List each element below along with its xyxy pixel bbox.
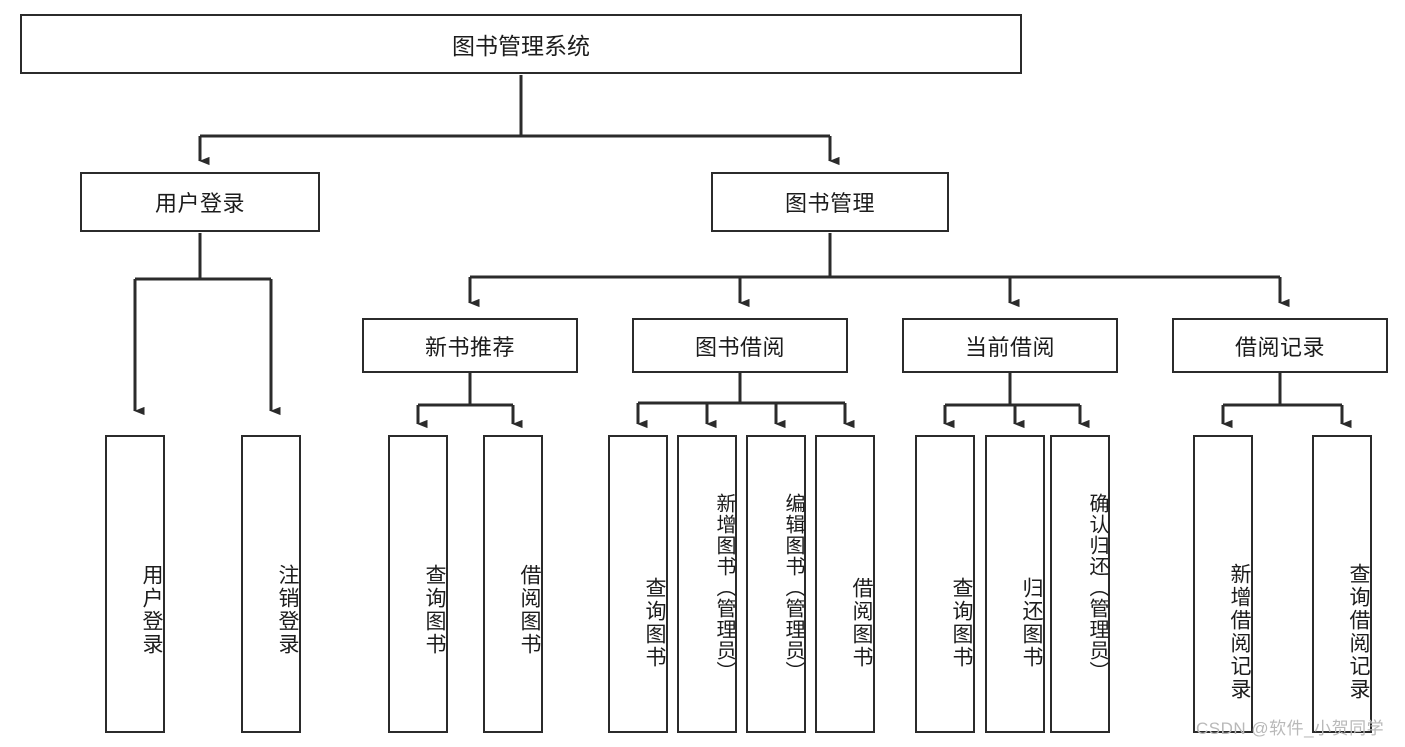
node-label: 查询图书 bbox=[643, 577, 666, 669]
node-label: 当前借阅 bbox=[964, 334, 1055, 360]
node-label: 借阅图书 bbox=[518, 564, 541, 656]
node-label: 查询借阅记录 bbox=[1347, 563, 1370, 701]
node-label: 图书借阅 bbox=[694, 334, 785, 360]
leaf-add-borrow-record[interactable]: 新增借阅记录 bbox=[1193, 435, 1253, 733]
csdn-watermark: CSDN @软件_小贺同学 bbox=[1196, 719, 1385, 738]
node-label: 编辑图书（管理员） bbox=[782, 492, 804, 682]
node-label: 查询图书 bbox=[423, 564, 446, 656]
node-label: 借阅图书 bbox=[850, 577, 873, 669]
node-book-borrow[interactable]: 图书借阅 bbox=[632, 318, 848, 373]
node-label: 归还图书 bbox=[1020, 577, 1043, 669]
node-user-login[interactable]: 用户登录 bbox=[80, 172, 320, 232]
leaf-borrow-book[interactable]: 借阅图书 bbox=[815, 435, 875, 733]
node-label: 确认归还（管理员） bbox=[1086, 492, 1108, 682]
leaf-query-book-current[interactable]: 查询图书 bbox=[915, 435, 975, 733]
node-label: 用户登录 bbox=[154, 191, 245, 216]
leaf-borrow-book-recommend[interactable]: 借阅图书 bbox=[483, 435, 543, 733]
node-label: 用户登录 bbox=[140, 564, 163, 656]
leaf-edit-book-admin[interactable]: 编辑图书（管理员） bbox=[746, 435, 806, 733]
leaf-query-book-borrow[interactable]: 查询图书 bbox=[608, 435, 668, 733]
leaf-user-login[interactable]: 用户登录 bbox=[105, 435, 165, 733]
node-label: 查询图书 bbox=[950, 577, 973, 669]
node-label: 新增图书（管理员） bbox=[713, 492, 735, 682]
node-borrow-record[interactable]: 借阅记录 bbox=[1172, 318, 1388, 373]
leaf-query-book-recommend[interactable]: 查询图书 bbox=[388, 435, 448, 733]
leaf-query-borrow-record[interactable]: 查询借阅记录 bbox=[1312, 435, 1372, 733]
node-label: 新书推荐 bbox=[424, 334, 515, 360]
leaf-add-book-admin[interactable]: 新增图书（管理员） bbox=[677, 435, 737, 733]
leaf-return-book[interactable]: 归还图书 bbox=[985, 435, 1045, 733]
node-label: 注销登录 bbox=[276, 564, 299, 656]
node-label: 新增借阅记录 bbox=[1228, 563, 1251, 701]
node-label: 图书管理 bbox=[784, 191, 875, 216]
leaf-confirm-return-admin[interactable]: 确认归还（管理员） bbox=[1050, 435, 1110, 733]
node-root-system[interactable]: 图书管理系统 bbox=[20, 14, 1022, 74]
node-current-borrow[interactable]: 当前借阅 bbox=[902, 318, 1118, 373]
node-label: 借阅记录 bbox=[1234, 334, 1325, 360]
leaf-logout[interactable]: 注销登录 bbox=[241, 435, 301, 733]
node-book-management[interactable]: 图书管理 bbox=[711, 172, 949, 232]
node-new-book-recommend[interactable]: 新书推荐 bbox=[362, 318, 578, 373]
node-label: 图书管理系统 bbox=[452, 33, 590, 59]
